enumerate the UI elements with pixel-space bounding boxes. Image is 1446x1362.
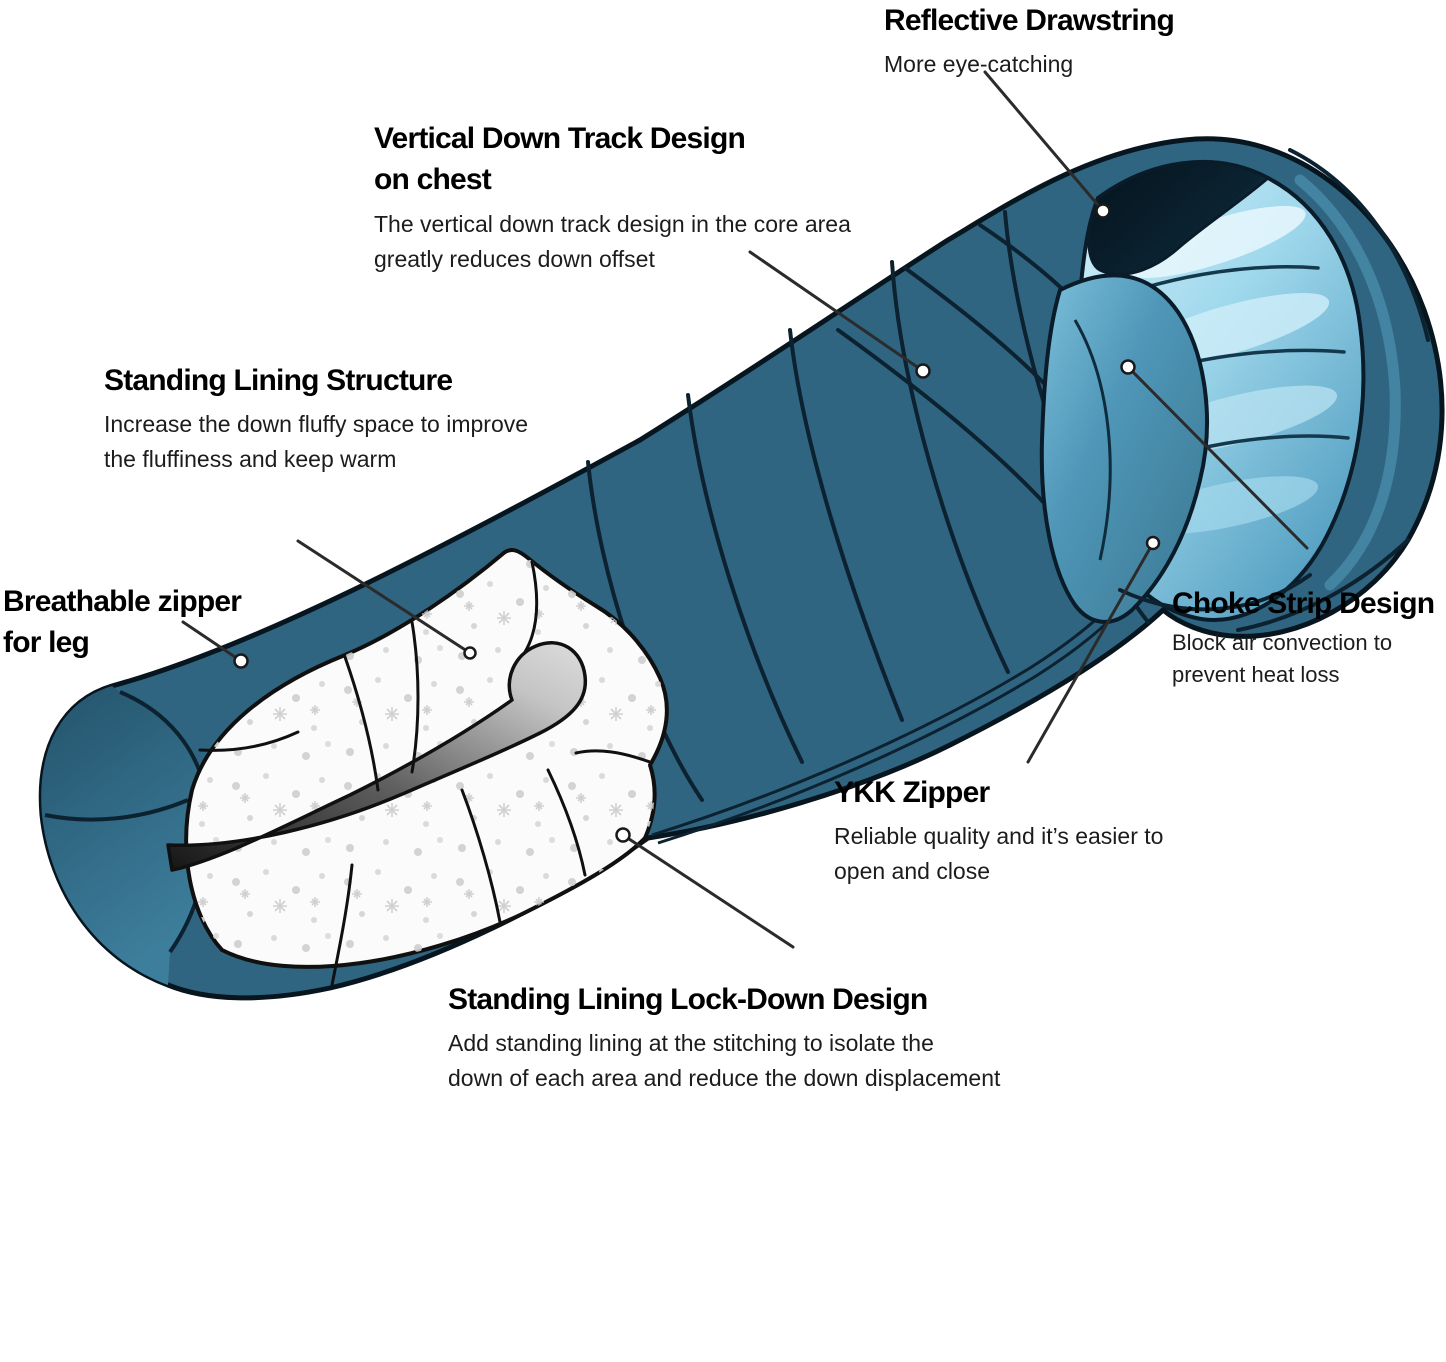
foot-cap	[41, 686, 209, 985]
leader-choke-strip	[1126, 365, 1309, 550]
callout-breathable-zipper: Breathable zipper for leg	[3, 581, 242, 664]
hood	[1039, 148, 1430, 632]
callout-description: The vertical down track design in the co…	[374, 210, 851, 272]
leader-lock-down-design	[621, 833, 795, 949]
callout-choke-strip: Choke Strip Design Block air convection …	[1172, 583, 1435, 691]
callout-vertical-down-track: Vertical Down Track Design on chest The …	[374, 118, 851, 277]
leader-breathable-zipper	[181, 620, 243, 663]
choke-strip-flap	[1039, 273, 1209, 624]
interior-channel	[166, 641, 588, 872]
leader-dots	[233, 203, 1161, 843]
callout-ykk-zipper: YKK Zipper Reliable quality and it’s eas…	[834, 772, 1163, 889]
dot-ykk-zipper	[1145, 535, 1161, 551]
dot-breathable-zipper	[233, 653, 249, 669]
callout-title: YKK Zipper	[834, 776, 990, 809]
callout-lock-down-design: Standing Lining Lock-Down Design Add sta…	[448, 979, 1000, 1096]
leader-lines	[181, 70, 1309, 949]
hood-rim-highlight	[1294, 174, 1401, 591]
callout-reflective-drawstring: Reflective Drawstring More eye-catching	[884, 0, 1175, 82]
callout-description: Add standing lining at the stitching to …	[448, 1030, 1001, 1092]
leader-vertical-down-track	[748, 250, 925, 373]
hood-ring-seams	[1118, 148, 1430, 632]
foot-cutaway	[166, 548, 669, 987]
foot-cap-cross-seam	[44, 798, 189, 822]
dot-standing-lining-structure	[463, 646, 477, 660]
callout-title: Standing Lining Lock-Down Design	[448, 983, 928, 1016]
callout-description: Reliable quality and it’s easier to open…	[834, 823, 1164, 885]
dot-reflective-drawstring	[1095, 203, 1111, 219]
leader-reflective-drawstring	[983, 70, 1105, 213]
callout-description: Increase the down fluffy space to improv…	[104, 411, 529, 473]
callout-description: Block air convection to prevent heat los…	[1172, 630, 1393, 688]
hood-shadow	[1087, 160, 1271, 276]
dot-choke-strip	[1120, 359, 1136, 375]
callout-title: Reflective Drawstring	[884, 4, 1175, 37]
callout-title: Choke Strip Design	[1172, 587, 1435, 620]
callout-description: More eye-catching	[884, 51, 1074, 78]
leader-standing-lining-structure	[296, 539, 472, 655]
callout-standing-lining-structure: Standing Lining Structure Increase the d…	[104, 360, 528, 477]
flap-crease	[1073, 319, 1112, 561]
callout-title: Vertical Down Track Design on chest	[374, 122, 746, 197]
leader-ykk-zipper	[1026, 541, 1155, 764]
callout-title: Breathable zipper for leg	[3, 585, 242, 660]
dot-lock-down-design	[615, 827, 631, 843]
dot-vertical-down-track	[915, 363, 931, 379]
down-quilt-seams	[198, 560, 652, 987]
callout-title: Standing Lining Structure	[104, 364, 453, 397]
